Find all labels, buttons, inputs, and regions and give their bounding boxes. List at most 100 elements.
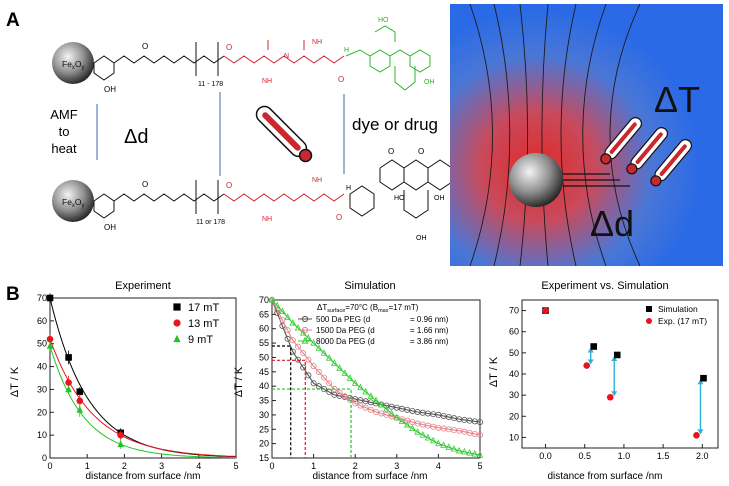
catechol-ring-bottom: [93, 193, 115, 219]
simulation-line-1: [271, 299, 481, 436]
atom-oh-dox: OH: [434, 195, 445, 202]
simulation-ytick-label-11: 70: [259, 295, 269, 305]
simulation-xtick-label-0: 0: [269, 461, 274, 471]
simulation-marker-2-3: [284, 313, 291, 320]
delta-d-big-label: Δd: [590, 203, 634, 244]
expvssim-point-0-3: [700, 374, 707, 382]
expvssim-ytick-label-0: 10: [509, 432, 519, 442]
expvssim-xtick-label-2: 1.0: [618, 451, 631, 461]
chart-simulation-title: Simulation: [344, 280, 395, 292]
experiment-fit-2: [49, 345, 237, 459]
expvssim-ytick-label-5: 60: [509, 327, 519, 337]
simulation-ytick-label-8: 55: [259, 338, 269, 348]
expvssim-point-1-3: [693, 432, 700, 439]
expvssim-point-1-0: [542, 307, 549, 314]
peg-range-top: 11 - 178: [198, 81, 223, 88]
simulation-marker-2-16: [351, 379, 359, 386]
experiment-legend-label-2: 9 mT: [188, 334, 213, 346]
fluorescein-ring-a: [345, 49, 391, 73]
simulation-marker-0-40: [476, 419, 483, 426]
chart-simulation: Simulation distance from surface /nm ΔT …: [233, 280, 484, 482]
simulation-ytick-label-4: 35: [259, 396, 269, 406]
simulation-marker-2-19: [367, 392, 375, 399]
chart-simulation-ylabel: ΔT / K: [233, 366, 245, 397]
simulation-marker-2-30: [424, 433, 432, 441]
simulation-xtick-label-1: 1: [311, 461, 316, 471]
expvssim-legend-marker-0: [646, 306, 652, 312]
nanoparticle-top: FexOy: [52, 42, 94, 84]
experiment-xtick-label-1: 1: [85, 461, 90, 471]
peg-linker-bottom: [113, 193, 225, 202]
simulation-marker-2-35: [450, 445, 458, 452]
chart-experiment-ylabel: ΔT / K: [9, 366, 21, 397]
simulation-marker-2-9: [315, 344, 323, 351]
simulation-marker-1-17: [357, 402, 364, 409]
simulation-marker-1-16: [352, 400, 359, 407]
thermometer-icon-2: [626, 127, 669, 175]
expvssim-xtick-label-1: 0.5: [578, 451, 591, 461]
simulation-xtick-label-3: 3: [394, 461, 399, 471]
simulation-frame: [271, 299, 481, 459]
amf-label-line3: heat: [51, 141, 77, 156]
simulation-ytick-label-9: 60: [259, 324, 269, 334]
simulation-marker-2-0: [268, 296, 276, 303]
dye-or-drug-label: dye or drug: [352, 115, 438, 134]
atom-h-green: H: [344, 47, 349, 54]
atom-o-dox-2: O: [418, 147, 424, 156]
simulation-marker-2-33: [440, 441, 447, 448]
heat-field-background: [450, 4, 723, 266]
simulation-legend-marker-2: [301, 336, 309, 344]
simulation-marker-2-24: [393, 413, 401, 421]
experiment-ytick-label-0: 0: [42, 453, 47, 463]
heat-field-illustration: ΔT Δd: [450, 3, 723, 267]
expvssim-ytick-label-4: 50: [509, 348, 519, 358]
expvssim-xtick-label-4: 2.0: [696, 451, 709, 461]
atom-oh-green: OH: [424, 79, 435, 86]
thermometer-column: [262, 112, 301, 151]
simulation-legend-label-0: 500 Da PEG (d: [316, 315, 370, 324]
simulation-marker-2-38: [466, 448, 473, 456]
experiment-ytick-label-7: 70: [37, 293, 47, 303]
fluorescein-ring-b: [389, 49, 431, 73]
simulation-marker-2-29: [419, 431, 427, 438]
atom-o-top: O: [142, 42, 148, 51]
chart-exp-vs-sim-xlabel: distance from surface /nm: [547, 471, 662, 482]
simulation-marker-2-17: [357, 383, 364, 391]
experiment-point-1-2: [76, 397, 84, 405]
panel-label-a: A: [6, 10, 20, 31]
experiment-ytick-label-6: 60: [37, 316, 47, 326]
azo-linker-top: [223, 55, 345, 64]
simulation-marker-2-25: [398, 417, 406, 424]
chart-experiment: Experiment distance from surface /nm ΔT …: [9, 280, 239, 482]
simulation-xtick-label-4: 4: [436, 461, 441, 471]
expvssim-arrow-head-top-3: [697, 379, 704, 385]
experiment-xtick-label-0: 0: [47, 461, 52, 471]
experiment-legend-marker-1: [173, 319, 181, 327]
experiment-xtick-label-4: 4: [196, 461, 201, 471]
simulation-marker-2-1: [273, 301, 281, 309]
simulation-xtick-label-5: 5: [477, 461, 482, 471]
atom-o-red-bottom-2: O: [336, 213, 342, 222]
experiment-ytick-label-4: 40: [37, 362, 47, 372]
anthracycline-ring-d: [403, 190, 429, 219]
simulation-marker-0-7: [305, 372, 312, 379]
simulation-legend-marker-0: [301, 315, 309, 323]
thermometer-icon-1: [600, 117, 643, 165]
simulation-marker-2-27: [409, 424, 416, 432]
simulation-legend-shell-2: = 3.86 nm): [410, 337, 449, 346]
atom-o-red-bottom: O: [226, 181, 232, 190]
azo-linker-bottom: [223, 193, 345, 202]
simulation-marker-2-11: [325, 354, 333, 361]
experiment-legend-label-0: 17 mT: [188, 302, 219, 314]
atom-h-bottom: H: [346, 185, 351, 192]
simulation-marker-2-2: [279, 307, 286, 314]
simulation-marker-0-8: [310, 380, 317, 387]
thermometer-bulb: [298, 148, 313, 163]
molecule-chain-bottom: [93, 159, 453, 219]
experiment-point-1-1: [65, 379, 72, 386]
simulation-marker-2-40: [476, 451, 484, 458]
simulation-ytick-label-2: 25: [259, 424, 269, 434]
molecule-chain-top: [93, 25, 431, 91]
panel-b: B Experiment distance from surface /nm Δ…: [6, 280, 719, 482]
simulation-marker-1-14: [341, 393, 348, 400]
